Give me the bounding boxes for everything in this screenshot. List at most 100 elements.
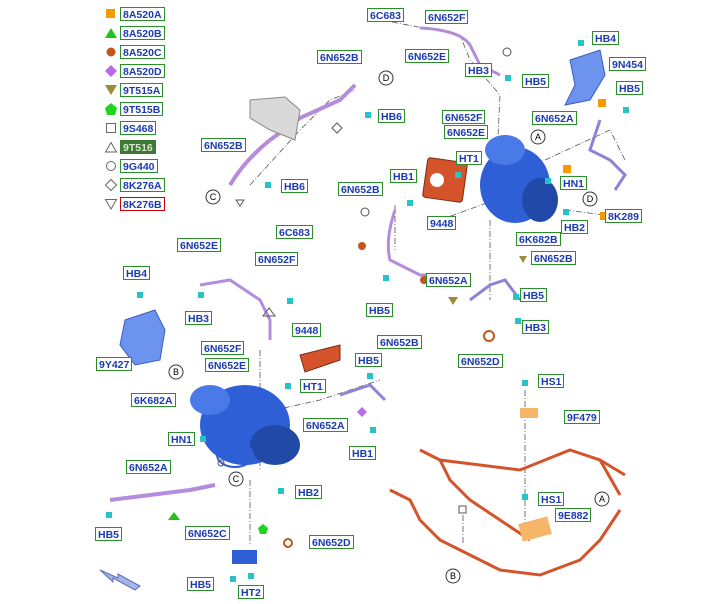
part-callout: 9E882: [555, 508, 592, 522]
part-callout: HB5: [520, 288, 548, 302]
circle-filled-brown-icon: [106, 47, 116, 57]
gasket-hole: [430, 173, 444, 187]
triangle-filled-green-icon: [105, 28, 117, 38]
part-callout: 6N652D: [458, 354, 503, 368]
part-callout: 6C683: [276, 225, 313, 239]
part-callout: HB5: [522, 74, 550, 88]
view-marker: C: [228, 471, 244, 487]
part-callout: 9N454: [609, 57, 646, 71]
part-callout: HB5: [187, 577, 215, 591]
part-callout: 6N652F: [425, 10, 469, 24]
part-callout: 6K682B: [516, 232, 561, 246]
triangle-down-outline-icon: [104, 199, 118, 210]
heat-shield-part: [249, 96, 301, 141]
part-callout: HB5: [366, 303, 394, 317]
gasket-9448-upper: [422, 157, 468, 203]
part-callout: HB4: [123, 266, 151, 280]
part-callout: 6N652E: [405, 49, 449, 63]
fasteners: [106, 40, 629, 582]
part-callout: 8K289: [605, 209, 642, 223]
legend-code: 8K276A: [120, 178, 165, 192]
part-callout: HS1: [538, 374, 565, 388]
diamond-outline-icon: [104, 178, 118, 192]
part-callout: HB2: [561, 220, 589, 234]
legend-code: 9T516: [120, 140, 156, 154]
part-callout: HB6: [281, 179, 309, 193]
part-callout: HB5: [95, 527, 123, 541]
legend-code: 8K276B: [120, 197, 165, 211]
part-callout: HT1: [456, 151, 482, 165]
part-callout: HB1: [349, 446, 377, 460]
part-callout: HT2: [238, 585, 264, 599]
part-callout: 6N652A: [303, 418, 348, 432]
svg-text:A: A: [535, 132, 541, 142]
part-callout: 6N652F: [442, 110, 486, 124]
part-callout: 6N652A: [426, 273, 471, 287]
square-filled-orange-icon: [106, 9, 115, 18]
part-callout: HN1: [168, 432, 196, 446]
part-callout: HB5: [616, 81, 644, 95]
sensor-9f479: [520, 408, 538, 418]
svg-text:B: B: [450, 571, 456, 581]
pentagon-filled-green-icon: [105, 103, 117, 115]
turbocharger-lower: [190, 385, 300, 468]
part-callout: HS1: [538, 492, 565, 506]
view-marker: D: [378, 70, 394, 86]
view-marker: A: [594, 491, 610, 507]
part-callout: 6N652B: [317, 50, 362, 64]
part-callout: 6K682A: [131, 393, 176, 407]
part-callout: 6N652A: [532, 111, 577, 125]
legend-code: 8A520D: [120, 64, 165, 78]
part-callout: 6N652F: [201, 341, 245, 355]
legend-code: 9G440: [120, 159, 158, 173]
view-marker-group: D A C D B C A B: [168, 70, 610, 584]
part-callout: 6N652B: [531, 251, 576, 265]
svg-text:D: D: [587, 194, 594, 204]
legend-code: 8A520A: [120, 7, 165, 21]
view-marker: C: [205, 189, 221, 205]
square-outline-icon: [106, 123, 116, 133]
svg-text:D: D: [383, 73, 390, 83]
part-callout: 6N652E: [177, 238, 221, 252]
inline-symbols: [168, 47, 608, 548]
part-callout: 9448: [427, 216, 457, 230]
svg-text:B: B: [173, 367, 179, 377]
part-callout: 6N652B: [201, 138, 246, 152]
legend-code: 8A520B: [120, 26, 165, 40]
part-callout: 6N652F: [255, 252, 299, 266]
triangle-outline-icon: [104, 141, 118, 153]
part-callout: HB2: [295, 485, 323, 499]
part-callout: HB3: [522, 320, 550, 334]
gasket-9448-lower: [299, 344, 341, 373]
part-callout: HB1: [390, 169, 418, 183]
legend-code: 9S468: [120, 121, 157, 135]
triangle-down-filled-olive-icon: [105, 85, 117, 95]
part-callout: 6N652B: [338, 182, 383, 196]
part-callout: 6N652C: [185, 526, 230, 540]
part-callout: HB6: [378, 109, 406, 123]
part-callout: 9Y427: [96, 357, 133, 371]
part-callout: HB3: [185, 311, 213, 325]
svg-text:C: C: [210, 192, 217, 202]
part-callout: HB4: [592, 31, 620, 45]
diamond-filled-violet-icon: [105, 65, 117, 77]
wiring-harness: [389, 448, 626, 577]
oil-fitting-lower: [232, 550, 257, 564]
view-marker: B: [168, 364, 184, 380]
svg-text:C: C: [233, 474, 240, 484]
legend-code: 9T515B: [120, 102, 164, 116]
circle-outline-icon: [106, 161, 116, 171]
turbocharger-upper: [480, 135, 558, 223]
part-callout: HN1: [560, 176, 588, 190]
legend-code: 9T515A: [120, 83, 164, 97]
part-callout: 6N652E: [205, 358, 249, 372]
part-callout: 6N652B: [377, 335, 422, 349]
sensor-module-9e882: [518, 516, 552, 542]
part-callout: HB5: [355, 353, 383, 367]
part-callout: 9448: [292, 323, 322, 337]
part-callout: 6N652D: [309, 535, 354, 549]
svg-text:A: A: [599, 494, 605, 504]
legend-code: 8A520C: [120, 45, 165, 59]
